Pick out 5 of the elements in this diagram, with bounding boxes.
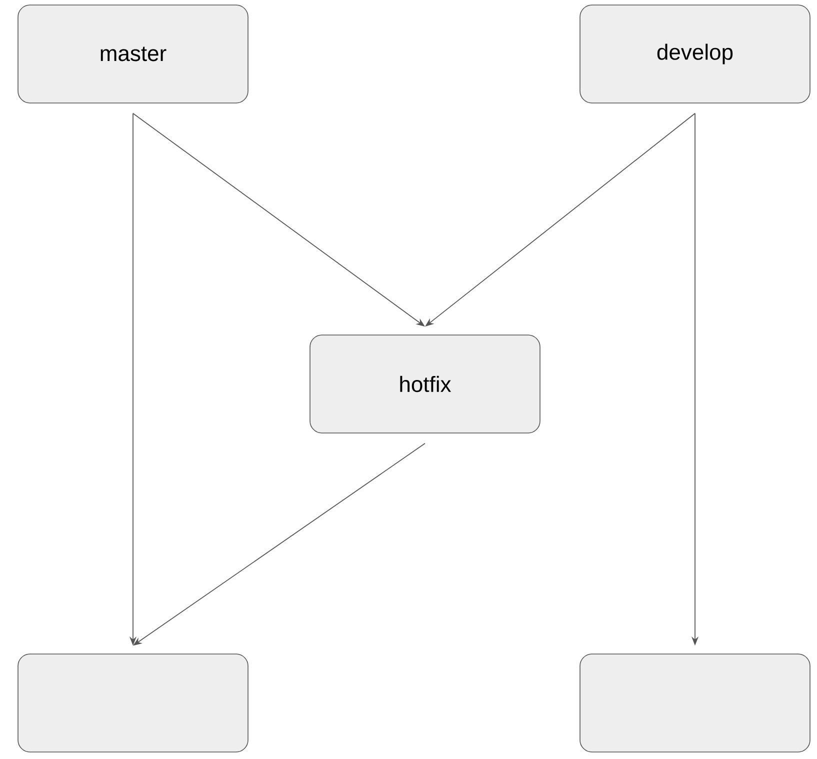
process-box: master — [18, 4, 248, 104]
process-box: develop — [580, 4, 810, 104]
empty-box — [580, 654, 810, 752]
empty-box — [18, 654, 248, 752]
process-box: hotfix — [310, 334, 540, 434]
